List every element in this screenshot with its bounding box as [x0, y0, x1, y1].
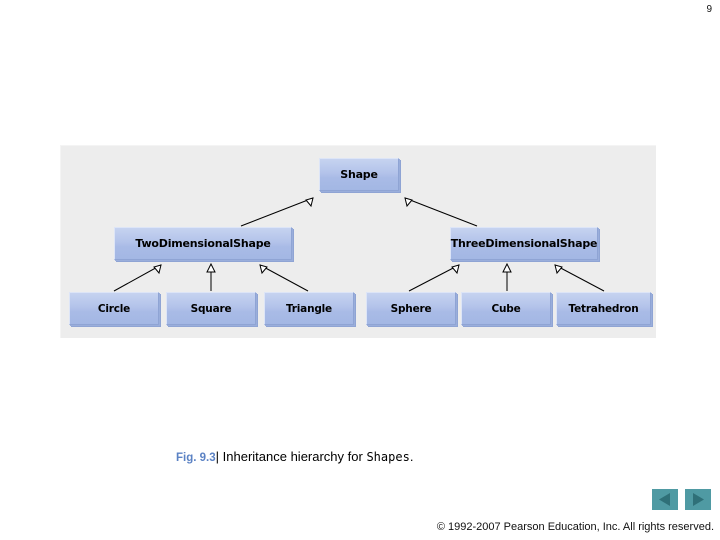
triangle-left-icon — [659, 493, 670, 506]
page-number: 9 — [706, 4, 712, 15]
caption-text-after: . — [409, 449, 414, 464]
arrowhead-cube-threed — [502, 262, 512, 273]
uml-class-label: TwoDimensionalShape — [135, 237, 271, 250]
uml-class-threedimensionalshape[interactable]: ThreeDimensionalShape — [450, 227, 598, 260]
uml-class-sphere[interactable]: Sphere — [366, 292, 456, 325]
uml-class-shape[interactable]: Shape — [319, 158, 399, 191]
uml-class-triangle[interactable]: Triangle — [264, 292, 354, 325]
edge-threed-shape — [404, 197, 478, 227]
edge-triangle-twod — [259, 264, 309, 292]
uml-class-label: Circle — [97, 302, 131, 315]
arrowhead-twod-shape — [305, 197, 314, 208]
edge-circle-twod — [113, 264, 162, 292]
caption-code-term: Shapes — [366, 450, 410, 464]
figure-number: Fig. 9.3 — [176, 452, 216, 464]
arrowhead-sphere-threed — [451, 264, 460, 275]
edge-twod-shape — [240, 197, 314, 227]
uml-class-square[interactable]: Square — [166, 292, 256, 325]
caption-separator: | — [215, 449, 220, 464]
arrowhead-triangle-twod — [259, 264, 268, 275]
next-slide-button[interactable] — [685, 489, 711, 510]
copyright-notice: © 1992-2007 Pearson Education, Inc. All … — [436, 521, 714, 533]
edge-sphere-threed — [408, 264, 460, 292]
uml-class-circle[interactable]: Circle — [69, 292, 159, 325]
previous-slide-button[interactable] — [652, 489, 678, 510]
uml-class-label: Tetrahedron — [568, 302, 639, 315]
inheritance-diagram-panel: Shape TwoDimensionalShape ThreeDimension… — [60, 145, 656, 338]
uml-class-label: Triangle — [286, 302, 332, 315]
arrowhead-tetrahedron-threed — [554, 264, 563, 275]
uml-class-label: ThreeDimensionalShape — [450, 237, 598, 250]
triangle-right-icon — [693, 493, 704, 506]
slide-navigation — [652, 489, 714, 513]
arrowhead-circle-twod — [153, 264, 162, 275]
edge-tetrahedron-threed — [554, 264, 605, 292]
arrowhead-square-twod — [206, 262, 216, 273]
uml-class-label: Sphere — [390, 302, 432, 315]
uml-class-cube[interactable]: Cube — [461, 292, 551, 325]
caption-text-before: Inheritance hierarchy for — [222, 449, 363, 464]
uml-class-label: Square — [190, 302, 232, 315]
diagram-connectors — [113, 197, 605, 292]
uml-class-twodimensionalshape[interactable]: TwoDimensionalShape — [114, 227, 292, 260]
figure-caption: Fig. 9.3| Inheritance hierarchy for Shap… — [176, 448, 413, 467]
uml-class-label: Shape — [340, 168, 378, 181]
uml-class-tetrahedron[interactable]: Tetrahedron — [556, 292, 651, 325]
arrowhead-threed-shape — [404, 197, 413, 208]
uml-class-label: Cube — [491, 302, 521, 315]
